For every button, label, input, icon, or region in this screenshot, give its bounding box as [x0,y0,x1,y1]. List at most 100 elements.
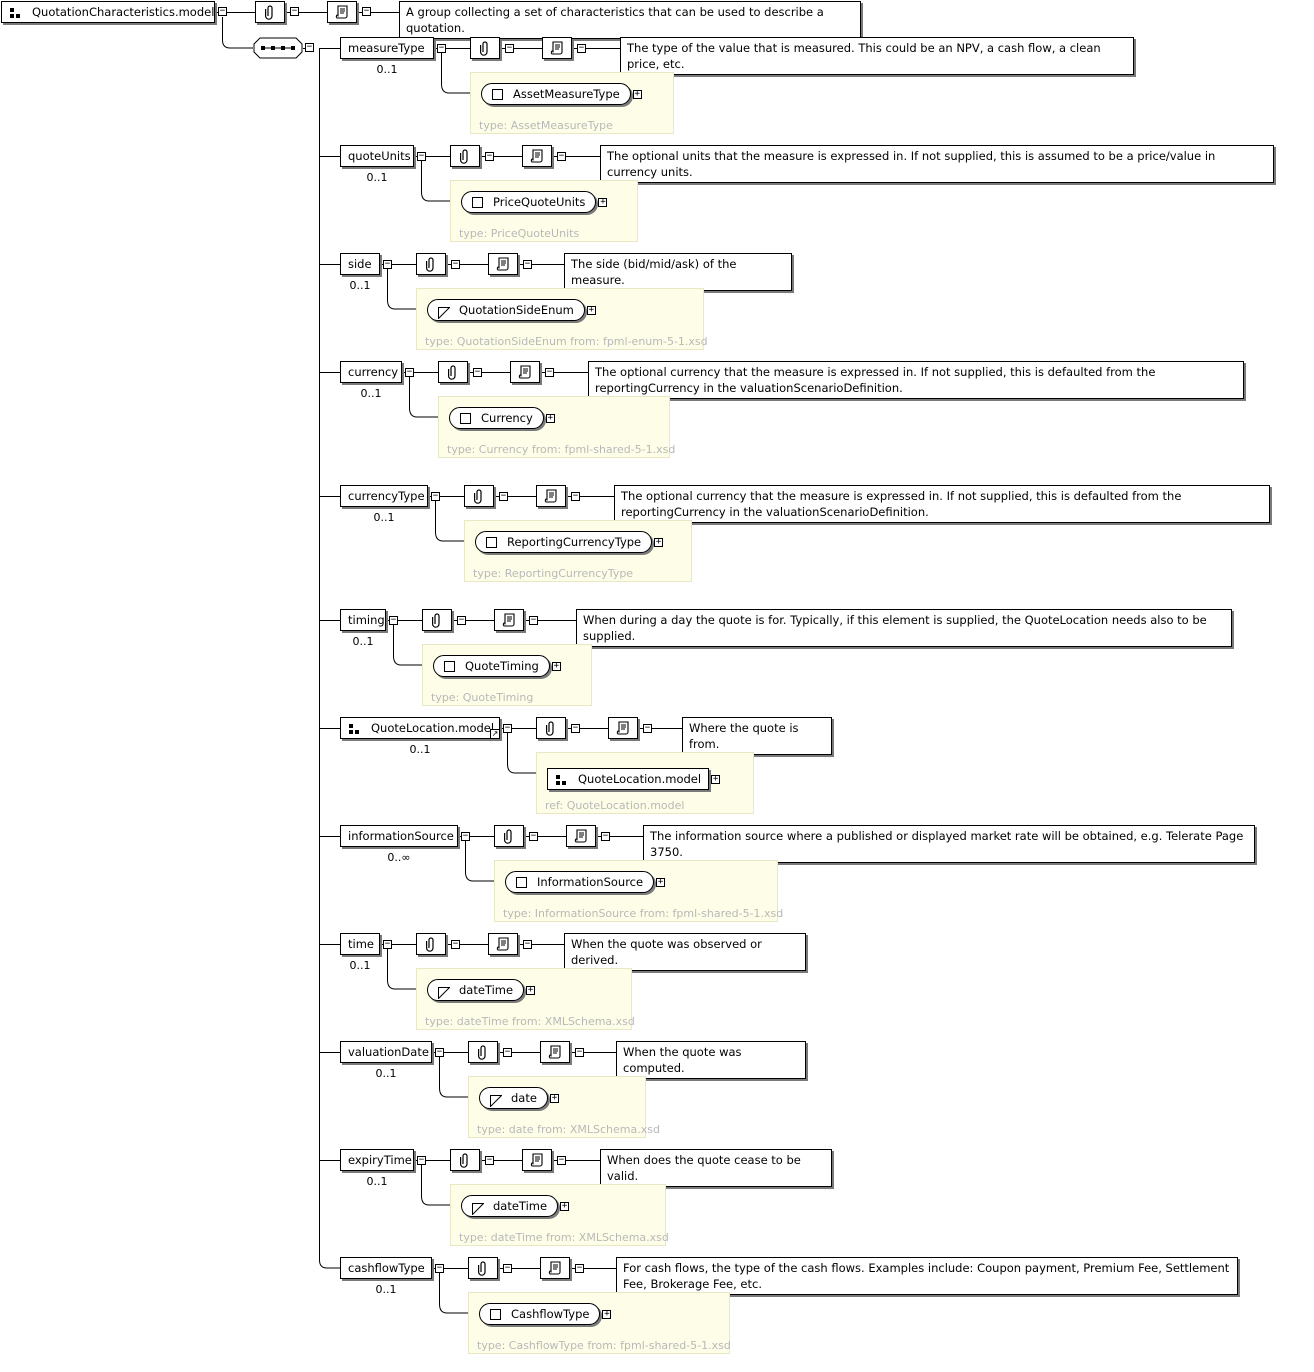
expand-toggle-icon[interactable]: + [656,877,666,887]
expand-toggle-icon[interactable]: + [526,985,536,995]
expand-toggle-icon[interactable]: + [586,305,596,315]
collapse-toggle-icon[interactable]: − [383,939,392,949]
root-model-box[interactable]: QuotationCharacteristics.model [1,1,215,23]
expand-toggle-icon[interactable]: + [711,774,721,784]
type-simple-box[interactable]: date [479,1087,548,1109]
type-simple-box[interactable]: dateTime [461,1195,559,1217]
expand-toggle-icon[interactable]: + [560,1201,570,1211]
expand-toggle-icon[interactable]: + [654,537,664,547]
element-box-measuretype[interactable]: measureType [340,37,434,59]
attachment-card[interactable] [450,145,480,167]
expand-toggle-icon[interactable]: + [602,1309,612,1319]
documentation-card[interactable] [522,145,552,167]
documentation-card[interactable] [536,485,566,507]
documentation-card[interactable] [327,1,357,23]
element-box-expirytime[interactable]: expiryTime [340,1149,414,1171]
element-box-quoteunits[interactable]: quoteUnits [340,145,414,167]
documentation-card[interactable] [566,825,596,847]
collapse-toggle-icon[interactable]: − [505,43,514,53]
documentation-card[interactable] [494,609,524,631]
collapse-toggle-icon[interactable]: − [503,723,512,733]
element-box-time[interactable]: time [340,933,380,955]
attachment-card[interactable] [468,1041,498,1063]
collapse-toggle-icon[interactable]: − [575,1263,584,1273]
attachment-card[interactable] [536,717,566,739]
collapse-toggle-icon[interactable]: − [545,367,554,377]
element-box-valuationdate[interactable]: valuationDate [340,1041,432,1063]
attachment-card[interactable] [416,253,446,275]
documentation-card[interactable] [542,37,572,59]
collapse-toggle-icon[interactable]: − [435,1263,444,1273]
collapse-toggle-icon[interactable]: − [437,43,446,53]
collapse-toggle-icon[interactable]: − [451,259,460,269]
expand-toggle-icon[interactable]: + [551,661,561,671]
collapse-toggle-icon[interactable]: − [571,491,580,501]
type-complex-box[interactable]: AssetMeasureType [481,83,631,105]
type-complex-box[interactable]: InformationSource [505,871,655,893]
attachment-card[interactable] [416,933,446,955]
collapse-toggle-icon[interactable]: − [451,939,460,949]
collapse-toggle-icon[interactable]: − [417,1155,426,1165]
collapse-toggle-icon[interactable]: − [557,151,566,161]
type-complex-box[interactable]: QuoteTiming [433,655,550,677]
documentation-card[interactable] [522,1149,552,1171]
expand-toggle-icon[interactable]: + [632,89,642,99]
sequence-compositor-icon[interactable] [253,37,303,59]
collapse-toggle-icon[interactable]: − [523,259,532,269]
type-complex-box[interactable]: PriceQuoteUnits [461,191,597,213]
collapse-toggle-icon[interactable]: − [503,1047,512,1057]
collapse-toggle-icon[interactable]: − [503,1263,512,1273]
element-box-quotelocation-model[interactable]: ↗QuoteLocation.model [340,717,500,739]
documentation-card[interactable] [540,1041,570,1063]
collapse-toggle-icon[interactable]: − [383,259,392,269]
collapse-toggle-icon[interactable]: − [601,831,610,841]
collapse-toggle-icon[interactable]: − [389,615,398,625]
collapse-toggle-icon[interactable]: − [575,1047,584,1057]
collapse-toggle-icon[interactable]: − [499,491,508,501]
type-model-box[interactable]: QuoteLocation.model [547,768,710,790]
type-simple-box[interactable]: QuotationSideEnum [427,299,585,321]
element-box-cashflowtype[interactable]: cashflowType [340,1257,432,1279]
type-complex-box[interactable]: ReportingCurrencyType [475,531,653,553]
collapse-toggle-icon[interactable]: − [457,615,466,625]
element-box-side[interactable]: side [340,253,380,275]
documentation-card[interactable] [510,361,540,383]
collapse-toggle-icon[interactable]: − [305,42,314,52]
attachment-card[interactable] [255,1,285,23]
attachment-card[interactable] [494,825,524,847]
attachment-card[interactable] [422,609,452,631]
collapse-toggle-icon[interactable]: − [405,367,414,377]
collapse-toggle-icon[interactable]: − [473,367,482,377]
expand-toggle-icon[interactable]: + [545,413,555,423]
collapse-toggle-icon[interactable]: − [523,939,532,949]
attachment-card[interactable] [468,1257,498,1279]
element-box-currencytype[interactable]: currencyType [340,485,428,507]
documentation-card[interactable] [488,253,518,275]
element-box-timing[interactable]: timing [340,609,386,631]
collapse-toggle-icon[interactable]: − [435,1047,444,1057]
element-box-informationsource[interactable]: informationSource [340,825,458,847]
type-complex-box[interactable]: CashflowType [479,1303,601,1325]
collapse-toggle-icon[interactable]: − [557,1155,566,1165]
element-box-currency[interactable]: currency [340,361,402,383]
attachment-card[interactable] [450,1149,480,1171]
attachment-card[interactable] [438,361,468,383]
collapse-toggle-icon[interactable]: − [529,831,538,841]
collapse-toggle-icon[interactable]: − [643,723,652,733]
collapse-toggle-icon[interactable]: − [461,831,470,841]
collapse-toggle-icon[interactable]: − [571,723,580,733]
collapse-toggle-icon[interactable]: − [577,43,586,53]
collapse-toggle-icon[interactable]: − [218,6,227,16]
collapse-toggle-icon[interactable]: − [417,151,426,161]
collapse-toggle-icon[interactable]: − [485,151,494,161]
attachment-card[interactable] [464,485,494,507]
type-simple-box[interactable]: dateTime [427,979,525,1001]
attachment-card[interactable] [470,37,500,59]
collapse-toggle-icon[interactable]: − [362,6,371,16]
collapse-toggle-icon[interactable]: − [485,1155,494,1165]
collapse-toggle-icon[interactable]: − [431,491,440,501]
expand-toggle-icon[interactable]: + [549,1093,559,1103]
type-complex-box[interactable]: Currency [449,407,544,429]
collapse-toggle-icon[interactable]: − [529,615,538,625]
collapse-toggle-icon[interactable]: − [290,6,299,16]
